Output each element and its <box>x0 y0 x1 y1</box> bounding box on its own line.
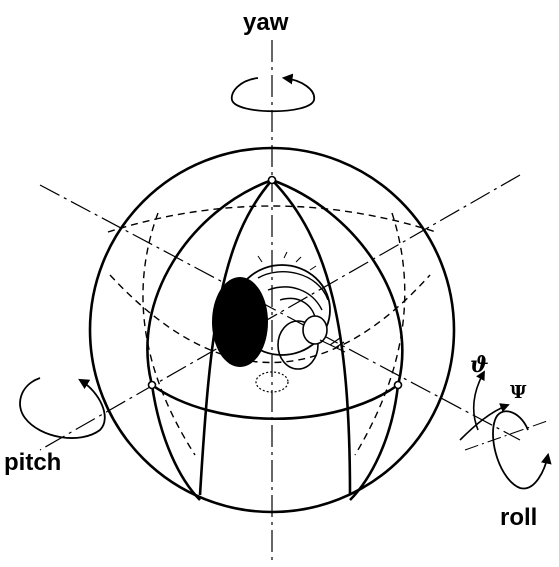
pitch-label: pitch <box>4 449 61 476</box>
equator-front-arc <box>152 385 398 419</box>
pitch-rotation-indicator <box>20 378 105 438</box>
roll-label: roll <box>500 504 537 531</box>
pitch-arrow-icon <box>20 378 105 438</box>
theta-arrow-icon <box>474 372 484 430</box>
diagonal-axis-line-1 <box>40 185 520 440</box>
top-node <box>269 177 276 184</box>
right-node <box>395 382 402 389</box>
yaw-label: yaw <box>243 9 289 36</box>
lower-right-arc <box>350 385 398 500</box>
left-node <box>149 382 156 389</box>
fly-small-eye <box>303 316 327 344</box>
roll-arrow-icon <box>493 411 548 488</box>
psi-arrow-icon <box>460 405 508 440</box>
roll-rotation-indicator <box>493 411 548 488</box>
theta-label: ϑ <box>470 352 489 378</box>
yaw-rotation-indicator <box>232 78 314 111</box>
fly-eye <box>212 277 268 367</box>
back-right-meridian <box>355 213 405 455</box>
psi-label: Ψ <box>510 382 527 403</box>
diagonal-axis-line-2 <box>40 175 520 450</box>
back-left-meridian <box>143 213 195 455</box>
yaw-arrow-icon <box>232 78 314 111</box>
lower-left-arc <box>152 385 200 500</box>
